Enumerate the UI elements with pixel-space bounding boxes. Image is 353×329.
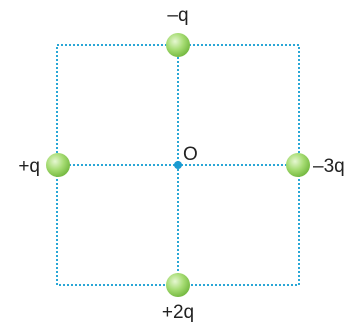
center-point <box>174 161 182 169</box>
label-right: –3q <box>313 156 345 177</box>
label-bottom: +2q <box>162 302 194 323</box>
label-left: +q <box>18 156 40 177</box>
charge-bottom <box>166 273 190 297</box>
charge-top <box>166 33 190 57</box>
label-top: –q <box>167 5 188 26</box>
charge-left <box>46 153 70 177</box>
charge-right <box>286 153 310 177</box>
label-center: O <box>183 144 198 165</box>
